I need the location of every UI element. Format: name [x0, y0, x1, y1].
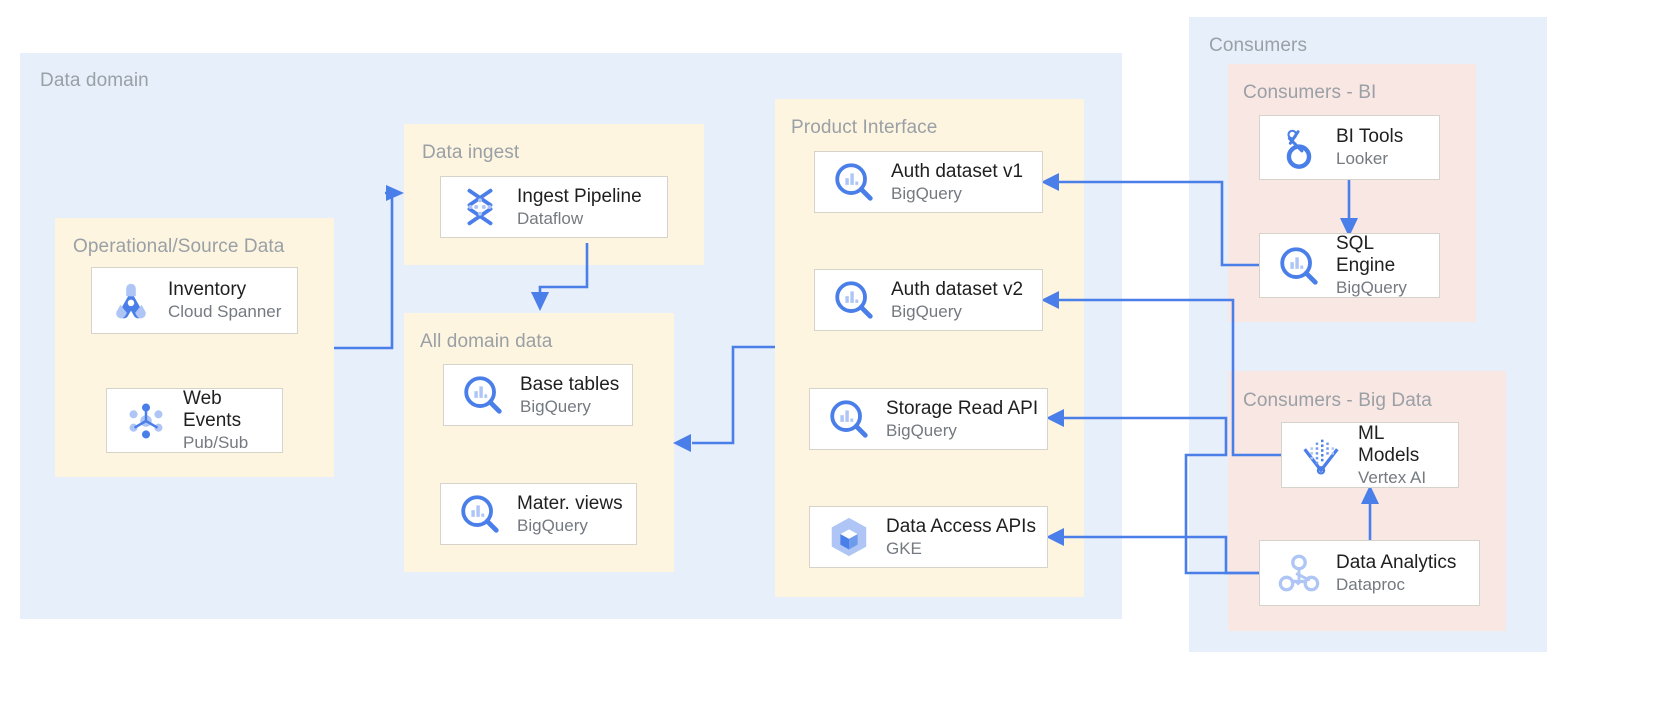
group-consumers-bi-label: Consumers - BI	[1243, 82, 1377, 103]
node-inventory[interactable]: Inventory Cloud Spanner	[91, 267, 298, 334]
gke-icon	[831, 517, 867, 557]
node-auth-dataset-v2[interactable]: Auth dataset v2 BigQuery	[814, 269, 1043, 331]
node-ingest-pipeline-subtitle: Dataflow	[517, 208, 584, 228]
group-operational-source-data-label: Operational/Source Data	[73, 236, 285, 257]
node-base-tables-text: Base tables BigQuery	[520, 374, 619, 417]
node-inventory-text: Inventory Cloud Spanner	[168, 279, 281, 322]
node-auth-dataset-v1[interactable]: Auth dataset v1 BigQuery	[814, 151, 1043, 213]
node-storage-read-api-subtitle: BigQuery	[886, 420, 957, 440]
node-web-events-subtitle: Pub/Sub	[183, 433, 249, 453]
node-web-events-title: Web Events	[183, 388, 242, 432]
node-bi-tools-subtitle: Looker	[1336, 149, 1388, 169]
cloud-spanner-icon	[116, 283, 146, 318]
dataflow-icon	[467, 188, 493, 226]
node-web-events[interactable]: Web Events Pub/Sub	[106, 388, 283, 453]
group-all-domain-data-label: All domain data	[420, 331, 553, 352]
group-product-interface-label: Product Interface	[791, 117, 938, 138]
group-consumers-big-data-label: Consumers - Big Data	[1243, 390, 1432, 411]
node-base-tables-title: Base tables	[520, 373, 620, 395]
bigquery-icon	[835, 281, 873, 319]
node-bi-tools-title: BI Tools	[1336, 126, 1404, 148]
node-inventory-subtitle: Cloud Spanner	[168, 302, 282, 322]
node-ml-models[interactable]: ML Models Vertex AI	[1281, 422, 1459, 488]
node-bi-tools[interactable]: BI Tools Looker	[1259, 115, 1440, 180]
node-base-tables-subtitle: BigQuery	[520, 396, 591, 416]
node-data-access-apis-title: Data Access APIs	[886, 515, 1036, 537]
node-mater-views-text: Mater. views BigQuery	[517, 493, 623, 536]
group-data-domain-label: Data domain	[40, 70, 149, 91]
node-web-events-text: Web Events Pub/Sub	[183, 388, 248, 453]
group-consumers-label: Consumers	[1209, 35, 1308, 56]
node-auth-dataset-v1-subtitle: BigQuery	[891, 183, 962, 203]
node-ml-models-title: ML Models	[1358, 422, 1420, 466]
node-mater-views-subtitle: BigQuery	[517, 515, 588, 535]
looker-icon	[1286, 129, 1312, 169]
bigquery-icon	[835, 163, 873, 201]
node-data-analytics-subtitle: Dataproc	[1336, 574, 1405, 594]
node-sql-engine-title: SQL Engine	[1336, 233, 1396, 277]
node-base-tables[interactable]: Base tables BigQuery	[443, 364, 633, 426]
node-auth-dataset-v2-subtitle: BigQuery	[891, 301, 962, 321]
node-inventory-title: Inventory	[168, 279, 247, 301]
node-ingest-pipeline-text: Ingest Pipeline Dataflow	[517, 186, 642, 229]
bigquery-icon	[1280, 246, 1318, 285]
node-auth-dataset-v2-title: Auth dataset v2	[891, 278, 1024, 300]
bigquery-icon	[830, 400, 868, 438]
node-sql-engine-text: SQL Engine BigQuery	[1336, 233, 1407, 298]
group-data-ingest-label: Data ingest	[422, 142, 520, 163]
node-data-analytics-text: Data Analytics Dataproc	[1336, 552, 1456, 595]
dataproc-icon	[1278, 554, 1320, 592]
bigquery-icon	[461, 495, 499, 533]
node-sql-engine[interactable]: SQL Engine BigQuery	[1259, 233, 1440, 298]
node-ingest-pipeline-title: Ingest Pipeline	[517, 185, 642, 207]
node-data-access-apis-text: Data Access APIs GKE	[886, 516, 1036, 559]
node-data-access-apis-subtitle: GKE	[886, 538, 922, 558]
vertex-ai-icon	[1303, 439, 1339, 475]
node-auth-dataset-v1-title: Auth dataset v1	[891, 160, 1024, 182]
node-ml-models-subtitle: Vertex AI	[1358, 467, 1427, 487]
bigquery-icon	[464, 376, 502, 414]
node-data-analytics[interactable]: Data Analytics Dataproc	[1259, 540, 1480, 606]
node-storage-read-api-title: Storage Read API	[886, 397, 1039, 419]
node-sql-engine-subtitle: BigQuery	[1336, 278, 1407, 298]
node-auth-dataset-v2-text: Auth dataset v2 BigQuery	[891, 279, 1023, 322]
pubsub-icon	[129, 403, 163, 438]
node-ingest-pipeline[interactable]: Ingest Pipeline Dataflow	[440, 176, 668, 238]
node-data-access-apis[interactable]: Data Access APIs GKE	[809, 506, 1048, 568]
node-bi-tools-text: BI Tools Looker	[1336, 126, 1403, 169]
node-mater-views[interactable]: Mater. views BigQuery	[440, 483, 637, 545]
node-auth-dataset-v1-text: Auth dataset v1 BigQuery	[891, 161, 1023, 204]
node-mater-views-title: Mater. views	[517, 492, 623, 514]
node-storage-read-api-text: Storage Read API BigQuery	[886, 398, 1038, 441]
node-storage-read-api[interactable]: Storage Read API BigQuery	[809, 388, 1048, 450]
node-data-analytics-title: Data Analytics	[1336, 551, 1457, 573]
node-ml-models-text: ML Models Vertex AI	[1358, 423, 1426, 488]
